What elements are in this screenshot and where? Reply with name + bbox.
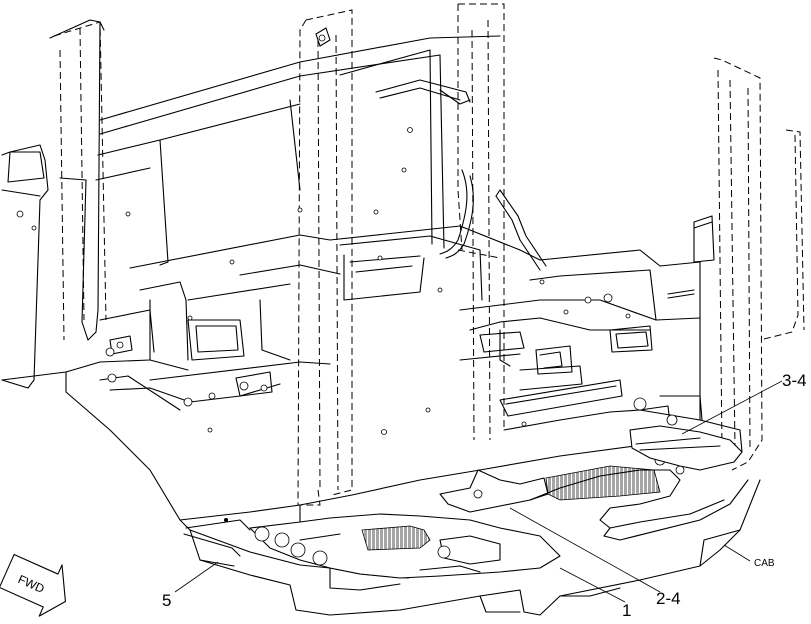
- callout-part-2-4: 2-4: [656, 589, 681, 608]
- leader-line-3-4: [681, 380, 783, 435]
- callout-part-3-4: 3-4: [782, 371, 807, 390]
- callout-part-1: 1: [622, 601, 631, 620]
- center-plate: [439, 465, 681, 529]
- front-pillar: [53, 21, 107, 341]
- right-plate: [629, 425, 743, 471]
- rear-console-panel: [459, 249, 701, 421]
- right-pillar: [693, 57, 763, 471]
- leader-lines: [174, 380, 783, 603]
- leader-line-1: [559, 567, 626, 603]
- rear-post: [457, 3, 505, 441]
- callout-part-5: 5: [162, 591, 171, 610]
- leader-line-cab: [723, 544, 751, 562]
- right-window-frame: [759, 129, 805, 341]
- leader-line-5: [174, 561, 219, 593]
- floor-flange: [183, 518, 251, 567]
- upper-cab-frame: [95, 35, 501, 266]
- left-cab-wall: [1, 19, 191, 531]
- forward-direction-arrow: FWD: [0, 553, 66, 617]
- leader-line-2-4: [509, 507, 661, 593]
- inner-frame-structure: [65, 225, 541, 411]
- floor-mat: [249, 513, 561, 579]
- panel-fastener-holes: [125, 127, 545, 435]
- wire-harness: [439, 169, 547, 271]
- cab-label: CAB: [754, 558, 775, 569]
